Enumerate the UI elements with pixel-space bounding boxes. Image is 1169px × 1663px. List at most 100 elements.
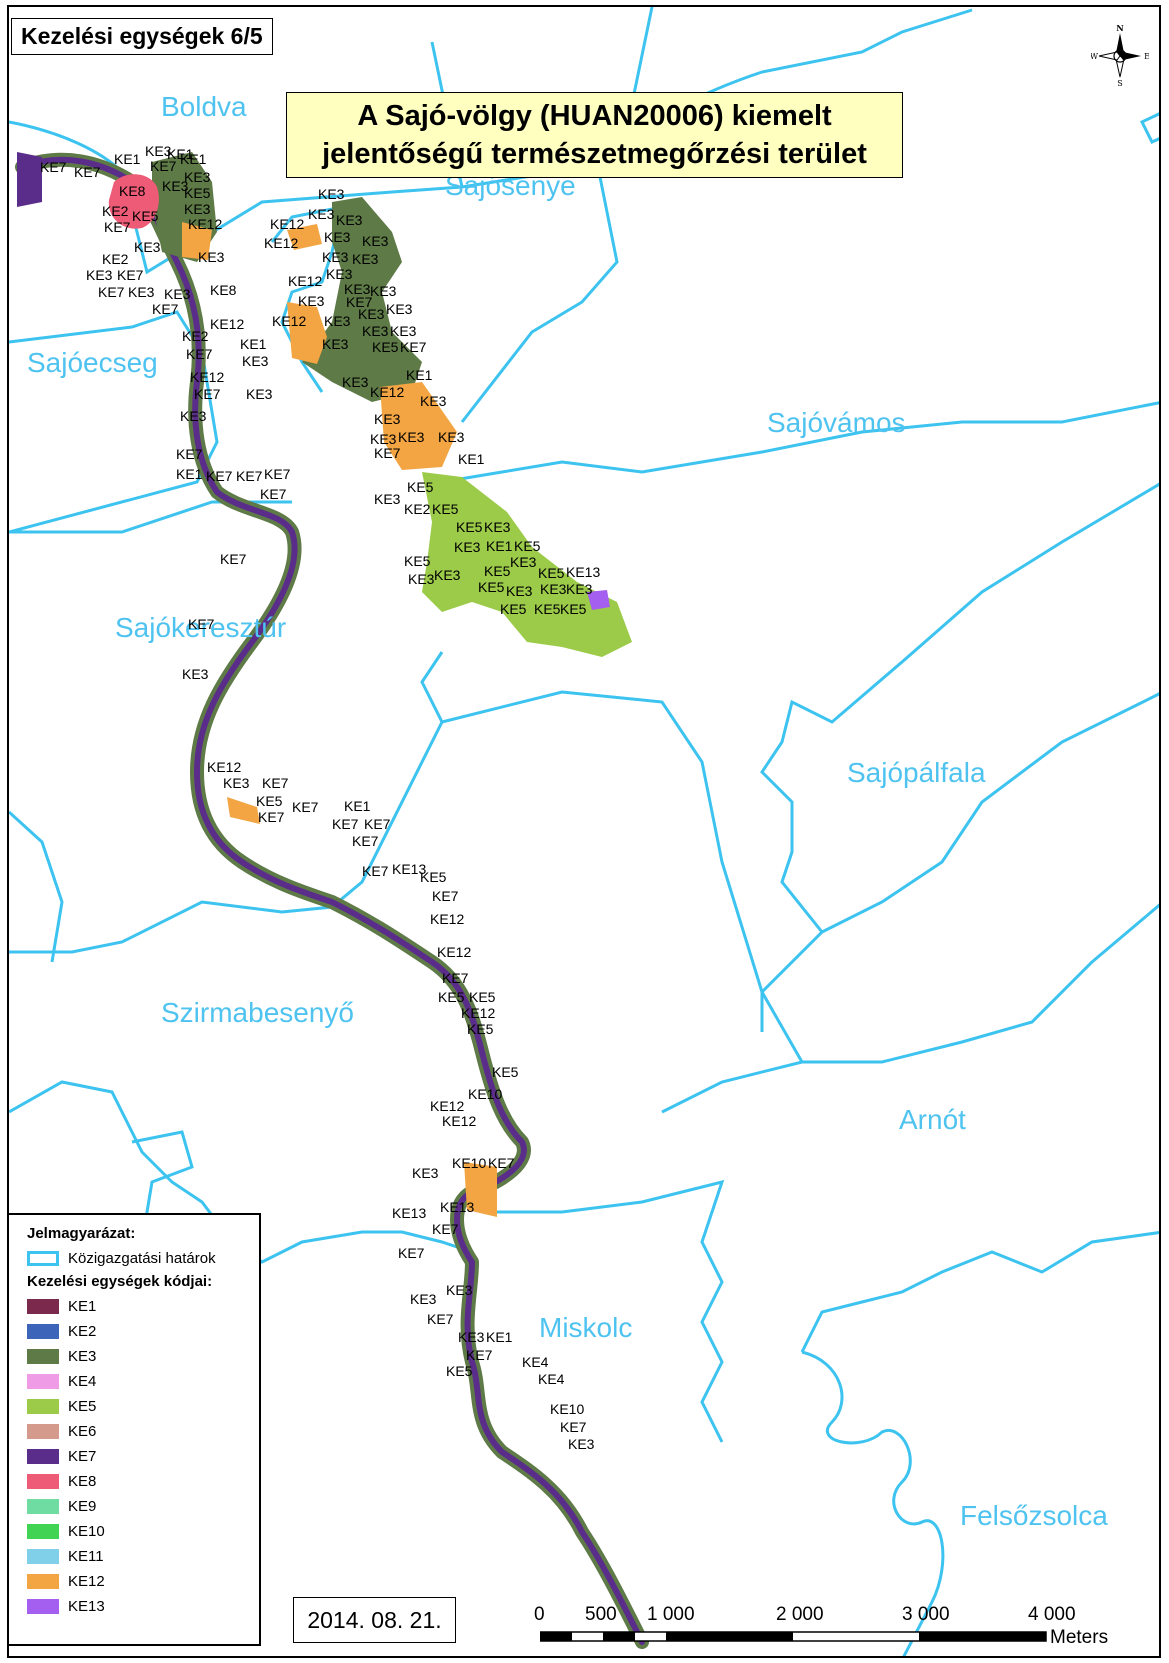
- unit-label: KE12: [442, 1113, 477, 1129]
- scale-tick-label: 0: [534, 1604, 545, 1625]
- unit-label: KE7: [432, 1221, 459, 1237]
- unit-label: KE3: [420, 393, 447, 409]
- unit-label: KE3: [344, 281, 371, 297]
- legend-unit-code: KE9: [68, 1498, 97, 1515]
- scale-tick-label: 4 000: [1028, 1604, 1076, 1625]
- scale-tick-label: 2 000: [776, 1604, 824, 1625]
- legend-swatch: [27, 1399, 59, 1414]
- place-name: Sajópálfala: [847, 757, 986, 788]
- unit-label: KE3: [322, 336, 349, 352]
- legend-unit-code: KE12: [68, 1573, 105, 1590]
- unit-label: KE5: [184, 185, 211, 201]
- unit-label: KE7: [346, 294, 373, 310]
- legend-row-ke12: KE12: [27, 1569, 259, 1594]
- unit-label: KE7: [442, 970, 469, 986]
- unit-label: KE7: [374, 445, 401, 461]
- place-name: Szirmabesenyő: [161, 997, 354, 1028]
- unit-label: KE7: [188, 616, 215, 632]
- legend-row-ke10: KE10: [27, 1519, 259, 1544]
- unit-label: KE3: [86, 267, 113, 283]
- legend-unit-code: KE5: [68, 1398, 97, 1415]
- compass-n: N: [1116, 23, 1123, 33]
- unit-label: KE1: [167, 146, 194, 162]
- unit-label: KE7: [98, 284, 125, 300]
- unit-label: KE3: [324, 313, 351, 329]
- admin-boundary: [661, 903, 1159, 1114]
- unit-label: KE1: [486, 538, 513, 554]
- place-name: Sajóecseg: [27, 347, 158, 378]
- legend-unit-code: KE7: [68, 1448, 97, 1465]
- unit-label: KE3: [242, 353, 269, 369]
- legend-swatch: [27, 1524, 59, 1539]
- scale-tick-label: 3 000: [902, 1604, 950, 1625]
- compass-s: S: [1117, 79, 1122, 87]
- unit-label: KE7: [488, 1155, 515, 1171]
- legend-row-ke8: KE8: [27, 1469, 259, 1494]
- unit-label: KE3: [374, 411, 401, 427]
- main-title: A Sajó-völgy (HUAN20006) kiemelt jelentő…: [286, 92, 903, 178]
- unit-label: KE3: [370, 431, 397, 447]
- unit-area-ke12: [227, 797, 260, 824]
- unit-label: KE5: [534, 601, 561, 617]
- admin-boundary: [441, 690, 804, 1063]
- place-name: Felsőzsolca: [960, 1500, 1108, 1531]
- unit-area-ke12: [464, 1162, 497, 1217]
- unit-label: KE10: [452, 1155, 487, 1171]
- unit-label: KE3: [198, 249, 225, 265]
- unit-label: KE4: [522, 1354, 549, 1370]
- compass-w: W: [1091, 52, 1099, 61]
- unit-label: KE3: [438, 429, 465, 445]
- admin-boundary: [9, 651, 444, 954]
- unit-label: KE3: [352, 251, 379, 267]
- legend-unit-code: KE2: [68, 1323, 97, 1340]
- unit-label: KE12: [272, 313, 307, 329]
- unit-label: KE12: [190, 369, 225, 385]
- unit-label: KE3: [484, 519, 511, 535]
- legend-swatch: [27, 1349, 59, 1364]
- admin-boundary: [1139, 112, 1159, 144]
- place-name: Miskolc: [539, 1312, 633, 1343]
- unit-label: KE12: [437, 944, 472, 960]
- unit-label: KE12: [430, 1098, 465, 1114]
- unit-label: KE1: [176, 466, 203, 482]
- unit-label: KE7: [560, 1419, 587, 1435]
- map-canvas[interactable]: [9, 7, 1161, 1658]
- legend-swatch: [27, 1474, 59, 1489]
- unit-area-ke12: [182, 222, 212, 260]
- legend-unit-code: KE1: [68, 1298, 97, 1315]
- unit-label: KE1: [458, 451, 485, 467]
- unit-label: KE3: [162, 178, 189, 194]
- unit-label: KE12: [461, 1005, 496, 1021]
- legend-swatch: [27, 1449, 59, 1464]
- legend-row-ke6: KE6: [27, 1419, 259, 1444]
- unit-label: KE7: [176, 446, 203, 462]
- unit-label: KE7: [104, 219, 131, 235]
- unit-label: KE13: [392, 1205, 427, 1221]
- legend-row-ke5: KE5: [27, 1394, 259, 1419]
- legend-swatch: [27, 1374, 59, 1389]
- unit-label: KE3: [398, 429, 425, 445]
- unit-label: KE7: [362, 863, 389, 879]
- unit-label: KE3: [326, 266, 353, 282]
- unit-label: KE7: [398, 1245, 425, 1261]
- unit-label: KE3: [510, 554, 537, 570]
- legend-unit-code: KE4: [68, 1373, 97, 1390]
- scale-unit: Meters: [1050, 1627, 1109, 1648]
- unit-label: KE3: [566, 581, 593, 597]
- legend: Jelmagyarázat: Közigazgatási határok Kez…: [7, 1213, 261, 1646]
- unit-label: KE3: [370, 283, 397, 299]
- unit-label: KE12: [188, 216, 223, 232]
- unit-label: KE2: [102, 251, 129, 267]
- unit-area-ke8: [108, 174, 159, 229]
- admin-boundary: [9, 810, 64, 963]
- map-title: Kezelési egységek 6/5: [11, 18, 273, 55]
- unit-area-ke5: [422, 472, 632, 657]
- unit-label: KE3: [412, 1165, 439, 1181]
- unit-label: KE10: [468, 1086, 503, 1102]
- unit-label: KE7: [427, 1311, 454, 1327]
- unit-label: KE5: [446, 1363, 473, 1379]
- unit-label: KE1: [114, 151, 141, 167]
- unit-label: KE12: [207, 759, 242, 775]
- unit-label: KE13: [440, 1199, 475, 1215]
- legend-row-ke11: KE11: [27, 1544, 259, 1569]
